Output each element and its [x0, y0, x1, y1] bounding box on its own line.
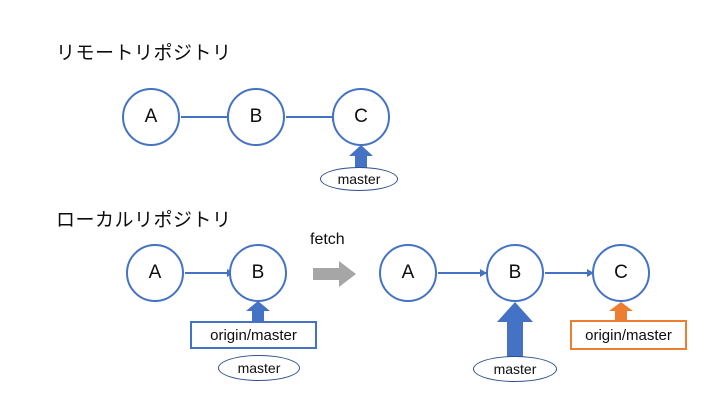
remote-section-title: リモートリポジトリ — [56, 43, 232, 64]
local-before-master-pointer-label: master — [218, 355, 300, 381]
fetch-transition-label: fetch — [310, 231, 345, 248]
local-before-commit-node-a: A — [126, 244, 184, 302]
remote-commit-node-c: C — [332, 88, 390, 146]
local-after-origin-master-pointer-label: origin/master — [570, 320, 687, 350]
local-before-origin-master-pointer-arrow-icon — [244, 301, 272, 323]
remote-master-pointer-label: master — [320, 167, 398, 191]
local-before-edge-a-to-b — [185, 269, 234, 277]
local-after-master-pointer-label: master — [473, 356, 557, 382]
local-after-edge-b-to-c — [545, 269, 594, 277]
local-after-edge-a-to-b — [438, 269, 487, 277]
remote-commit-node-a: A — [122, 88, 180, 146]
local-after-commit-node-b: B — [486, 244, 544, 302]
remote-edge-b-to-c — [286, 113, 339, 121]
local-before-origin-master-pointer-label: origin/master — [190, 321, 317, 349]
local-after-commit-node-a: A — [379, 244, 437, 302]
remote-edge-a-to-b — [181, 113, 234, 121]
remote-commit-node-b: B — [227, 88, 285, 146]
local-section-title: ローカルリポジトリ — [56, 210, 232, 231]
local-after-commit-node-c: C — [592, 244, 650, 302]
remote-master-pointer-arrow-icon — [347, 145, 375, 169]
local-before-commit-node-b: B — [229, 244, 287, 302]
local-after-origin-master-pointer-arrow-icon — [607, 302, 635, 322]
fetch-transition-arrow-icon — [313, 259, 357, 289]
local-after-master-pointer-arrow-icon — [495, 302, 535, 362]
